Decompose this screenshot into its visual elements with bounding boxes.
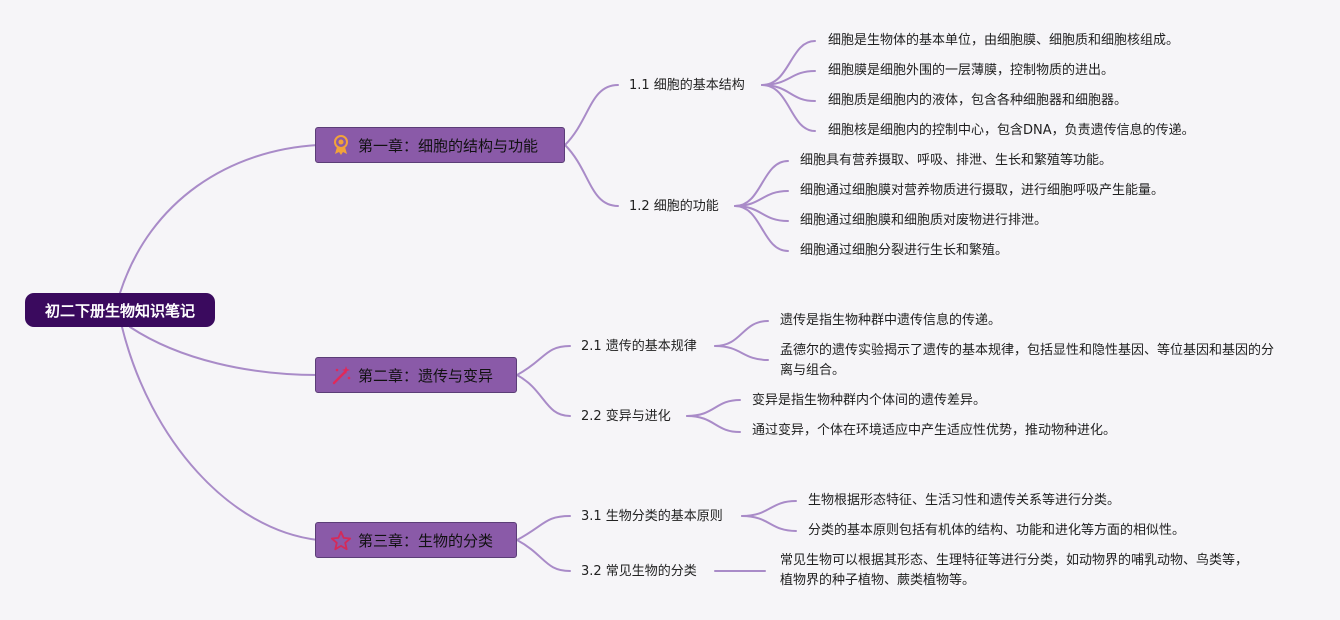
leaf-1-2-1[interactable]: 细胞具有营养摄取、呼吸、排泄、生长和繁殖等功能。 [800,153,1113,168]
leaf-1-1-2[interactable]: 细胞膜是细胞外围的一层薄膜，控制物质的进出。 [828,63,1115,78]
leaf-3-1-2[interactable]: 分类的基本原则包括有机体的结构、功能和进化等方面的相似性。 [808,523,1186,538]
leaf-2-1-2[interactable]: 孟德尔的遗传实验揭示了遗传的基本规律，包括显性和隐性基因、等位基因和基因的分离与… [780,343,1275,378]
link-root-ch1 [119,144,319,294]
leaf-3-1-1[interactable]: 生物根据形态特征、生活习性和遗传关系等进行分类。 [808,493,1121,508]
leaf-1-2-4[interactable]: 细胞通过细胞分裂进行生长和繁殖。 [800,243,1009,258]
leaf-1-1-4[interactable]: 细胞核是细胞内的控制中心，包含DNA，负责遗传信息的传递。 [828,123,1195,138]
link-ch2-s22 [516,374,571,417]
chapter-2-label: 第二章：遗传与变异 [358,366,494,385]
leaf-1-2-2[interactable]: 细胞通过细胞膜对营养物质进行摄取，进行细胞呼吸产生能量。 [800,183,1165,198]
link-ch1-s12 [564,144,619,207]
chapter-1-node[interactable]: 第一章：细胞的结构与功能 [315,127,565,163]
root-label: 初二下册生物知识笔记 [44,301,195,320]
section-2-1[interactable]: 2.1 遗传的基本规律 [581,339,697,354]
leaf-3-2-1[interactable]: 常见生物可以根据其形态、生理特征等进行分类，如动物界的哺乳动物、鸟类等，植物界的… [780,553,1249,588]
leaf-2-2-1[interactable]: 变异是指生物种群内个体间的遗传差异。 [752,393,987,408]
section-2-2[interactable]: 2.2 变异与进化 [581,409,671,424]
leaf-1-2-3[interactable]: 细胞通过细胞膜和细胞质对废物进行排泄。 [800,213,1048,228]
leaf-1-1-1[interactable]: 细胞是生物体的基本单位，由细胞膜、细胞质和细胞核组成。 [828,33,1180,48]
link-root-ch3 [121,326,319,541]
section-1-2[interactable]: 1.2 细胞的功能 [629,199,719,214]
chapter-2-node[interactable]: 第二章：遗传与变异 [315,357,517,393]
link-ch3-s31 [516,515,571,541]
magic-wand-icon [330,364,352,386]
section-3-1[interactable]: 3.1 生物分类的基本原则 [581,509,723,524]
section-3-2[interactable]: 3.2 常见生物的分类 [581,564,697,579]
section-1-1[interactable]: 1.1 细胞的基本结构 [629,78,745,93]
star-icon [330,529,352,551]
leaf-2-2-2[interactable]: 通过变异，个体在环境适应中产生适应性优势，推动物种进化。 [752,423,1117,438]
chapter-1-label: 第一章：细胞的结构与功能 [358,136,539,155]
link-ch1-s11 [564,84,619,146]
award-ribbon-icon [330,134,352,156]
link-root-ch2 [129,326,319,376]
leaf-2-1-1[interactable]: 遗传是指生物种群中遗传信息的传递。 [780,313,1002,328]
link-ch3-s32 [516,539,571,572]
root-node[interactable]: 初二下册生物知识笔记 [25,293,215,327]
link-ch2-s21 [516,345,571,376]
chapter-3-label: 第三章：生物的分类 [358,531,494,550]
leaf-1-1-3[interactable]: 细胞质是细胞内的液体，包含各种细胞器和细胞器。 [828,93,1128,108]
chapter-3-node[interactable]: 第三章：生物的分类 [315,522,517,558]
